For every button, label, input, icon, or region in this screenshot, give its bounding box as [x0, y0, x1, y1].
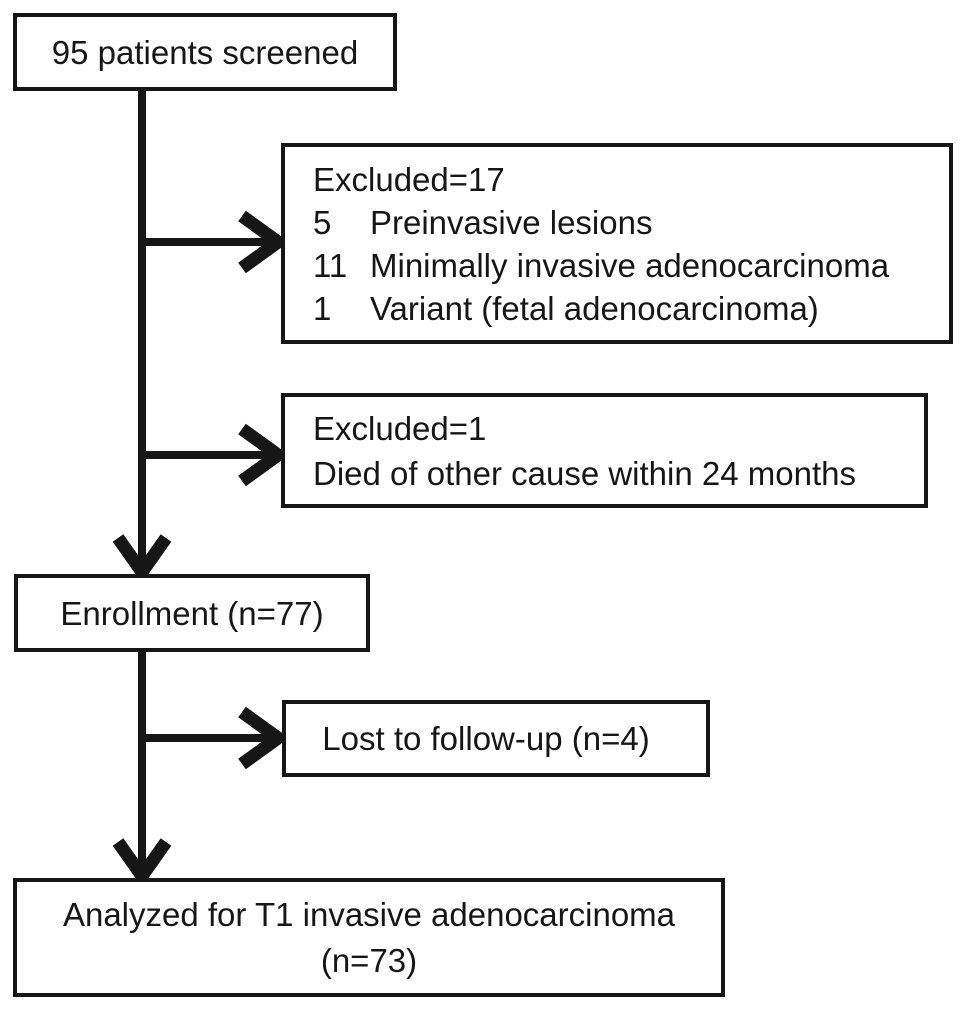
excluded17-item-reason: Variant (fetal adenocarcinoma) [370, 289, 819, 327]
lost-label: Lost to follow-up (n=4) [322, 720, 650, 757]
arrowhead-analyzed-icon [112, 838, 172, 888]
excluded17-item-count: 11 [313, 246, 348, 284]
excluded17-title-row: Excluded=17 [313, 158, 505, 201]
arrowhead-excluded1-icon [238, 423, 290, 487]
excluded17-title: Excluded=17 [313, 160, 505, 198]
excluded17-item-reason: Minimally invasive adenocarcinoma [370, 246, 890, 284]
excluded17-item-reason: Preinvasive lesions [370, 203, 653, 241]
arrowhead-excluded17-icon [238, 210, 290, 274]
excluded1-title-row: Excluded=1 [313, 406, 486, 451]
excluded17-item-count: 1 [313, 289, 332, 327]
box-analyzed: Analyzed for T1 invasive adenocarcinoma … [13, 878, 725, 997]
analyzed-line1: Analyzed for T1 invasive adenocarcinoma [62, 895, 676, 933]
excluded1-reason-row: Died of other cause within 24 months [313, 451, 856, 496]
excluded1-title: Excluded=1 [313, 409, 487, 447]
excluded1-reason: Died of other cause within 24 months [313, 454, 856, 492]
arrowhead-enrollment-icon [112, 534, 172, 584]
excluded17-item: 1 Variant (fetal adenocarcinoma) [313, 287, 819, 330]
excluded17-item-count: 5 [313, 203, 332, 241]
enrollment-label: Enrollment (n=77) [60, 594, 324, 632]
analyzed-line2: (n=73) [320, 941, 418, 979]
box-excluded-1: Excluded=1 Died of other cause within 24… [281, 393, 928, 508]
box-enrollment: Enrollment (n=77) [14, 574, 370, 652]
box-excluded-17: Excluded=17 5 Preinvasive lesions 11 Min… [281, 143, 953, 344]
arrowhead-lost-icon [238, 706, 290, 770]
box-lost-to-follow-up: Lost to follow-up (n=4) [282, 700, 710, 777]
screened-label: 95 patients screened [51, 33, 359, 71]
excluded17-item: 11 Minimally invasive adenocarcinoma [313, 244, 889, 287]
excluded17-item: 5 Preinvasive lesions [313, 201, 652, 244]
box-screened: 95 patients screened [13, 13, 397, 91]
